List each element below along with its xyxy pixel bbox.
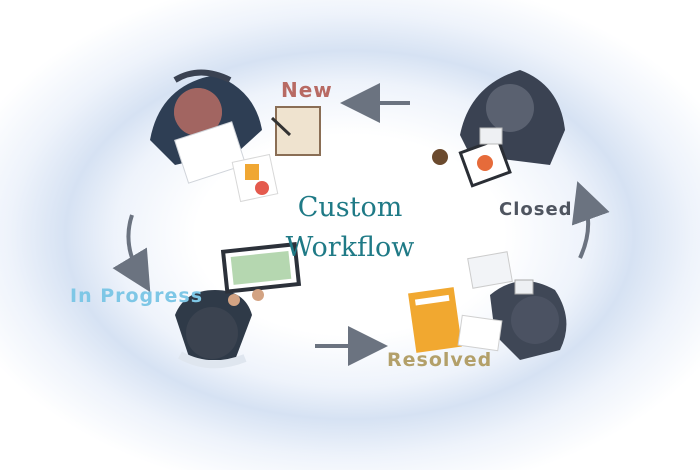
stage-label-in-progress: In Progress <box>70 285 204 307</box>
person-desk-inprogress <box>175 242 302 369</box>
person-desk-closed <box>432 70 565 188</box>
person-desk-resolved <box>408 251 567 360</box>
arrow-new-to-inprogress <box>112 214 151 293</box>
stage-label-new: New <box>281 78 333 102</box>
center-title: Custom Workflow <box>250 188 450 268</box>
title-line-2: Workflow <box>285 232 415 263</box>
arrow-resolved-to-closed <box>571 181 610 259</box>
stage-label-resolved: Resolved <box>387 349 493 371</box>
stage-label-closed: Closed <box>499 199 573 220</box>
person-desk-new <box>150 69 321 203</box>
title-line-1: Custom <box>297 192 403 223</box>
